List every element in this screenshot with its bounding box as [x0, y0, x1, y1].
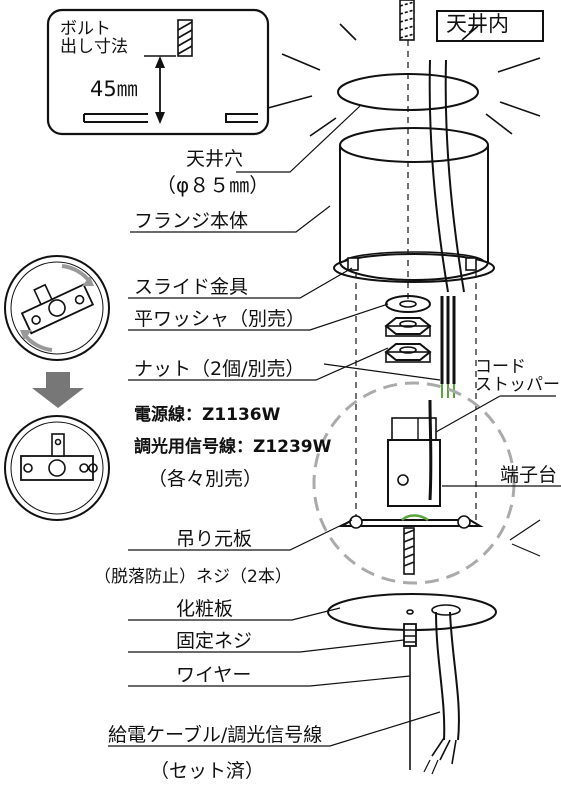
ceiling-inside-box [436, 10, 544, 42]
screws-label: （脱落防止）ネジ（2本） [94, 567, 292, 587]
cosmetic-plate-label: 化粧板 [176, 598, 234, 620]
cord-stopper-label-1: コード [475, 357, 526, 377]
flange-body-label: フランジ本体 [134, 210, 249, 232]
terminal-highlight-circle [312, 381, 516, 585]
hanging-plate-shape [338, 514, 484, 575]
leader-lines [108, 105, 561, 747]
bolt-box-title-2: 出し寸法 [60, 37, 128, 57]
terminal-block [387, 399, 441, 507]
dimming-wire-label: 調光用信号線：Z1239W [134, 437, 332, 457]
flat-washer-label: 平ワッシャ（別売） [134, 308, 306, 330]
ceiling-hole-size-label: （φ８５㎜） [156, 173, 270, 197]
power-wire-label: 電源線：Z1136W [134, 405, 281, 425]
flange-body [333, 59, 495, 293]
fixing-screw-label: 固定ネジ [176, 630, 253, 652]
bolt-dimension-box [46, 8, 270, 136]
cord-stopper-label-2: ストッパー [475, 375, 560, 395]
wire-label: ワイヤー [176, 664, 252, 686]
slide-bracket-label: スライド金具 [134, 276, 249, 298]
sold-separately-label: （各々別売） [148, 468, 263, 490]
hanging-plate-label: 吊り元板 [176, 528, 253, 550]
ceiling-inside-label: 天井内 [446, 12, 509, 36]
bolt-icon [177, 19, 193, 57]
ceiling-bolt [399, 0, 415, 41]
guide-lines [355, 40, 477, 520]
ceiling-hole-label: 天井穴 [186, 148, 244, 170]
set-included-label: （セット済） [150, 760, 265, 782]
nut-label: ナット（2個/別売） [134, 358, 305, 380]
bolt-box-title-1: ボルト [60, 19, 111, 39]
cosmetic-plate-shape [327, 593, 497, 770]
supply-cable-label: 給電ケーブル/調光信号線 [108, 724, 323, 746]
supply-cable-end [423, 759, 439, 775]
slide-bracket-side-views [4, 255, 110, 521]
power-wires [440, 296, 456, 398]
terminal-block-label: 端子台 [500, 464, 558, 486]
bolt-dimension-value: 45㎜ [90, 77, 138, 101]
washer-nut-parts [384, 295, 432, 363]
